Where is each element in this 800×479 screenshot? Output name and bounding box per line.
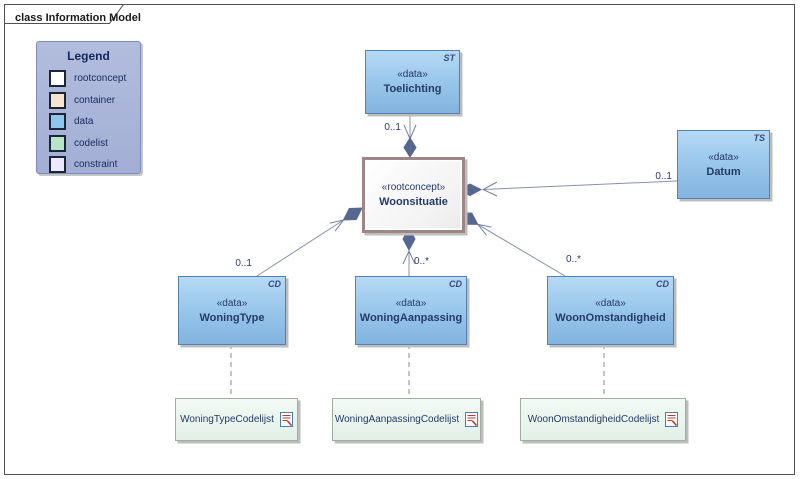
legend-item-label: codelist bbox=[74, 137, 108, 149]
codelist-name: WoningTypeCodelijst bbox=[180, 414, 274, 425]
legend-item-codelist: codelist bbox=[49, 134, 140, 152]
legend-item-container: container bbox=[49, 91, 140, 109]
codelist-name: WoningAanpassingCodelijst bbox=[334, 414, 460, 425]
class-name: Datum bbox=[706, 165, 741, 178]
class-name: Woonsituatie bbox=[379, 196, 448, 208]
frame-title: class Information Model bbox=[15, 12, 141, 24]
class-toelichting[interactable]: ST «data» Toelichting bbox=[365, 50, 460, 114]
connector-datum-woonsituatie[interactable]: 0..1 bbox=[457, 171, 678, 197]
multiplicity-label: 0..* bbox=[414, 256, 429, 267]
data-swatch bbox=[49, 113, 66, 130]
class-woonomstandigheid[interactable]: CD «data» WoonOmstandigheid bbox=[547, 276, 674, 345]
class-woonsituatie[interactable]: «rootconcept» Woonsituatie bbox=[362, 157, 465, 233]
multiplicity-label: 0..1 bbox=[235, 258, 252, 269]
legend-item-rootconcept: rootconcept bbox=[49, 70, 140, 87]
type-tag: CD bbox=[268, 279, 281, 289]
class-name: WoningAanpassing bbox=[359, 311, 463, 324]
multiplicity-label: 0..* bbox=[566, 254, 581, 265]
multiplicity-label: 0..1 bbox=[655, 171, 672, 182]
frame-tab-shape bbox=[4, 4, 125, 24]
multiplicity-label: 0..1 bbox=[384, 122, 401, 133]
codelist-woonomstandigheid[interactable]: WoonOmstandigheidCodelijst bbox=[520, 398, 686, 441]
rootconcept-swatch bbox=[49, 70, 66, 87]
legend-item-label: container bbox=[74, 94, 116, 106]
codelist-swatch bbox=[49, 134, 66, 152]
class-name: WoningType bbox=[199, 311, 265, 324]
legend-item-data: data bbox=[49, 113, 140, 130]
class-datum[interactable]: TS «data» Datum bbox=[677, 130, 770, 199]
stereotype-label: «data» bbox=[397, 69, 428, 80]
stereotype-label: «data» bbox=[216, 297, 248, 309]
legend-item-label: data bbox=[74, 116, 94, 127]
type-tag: ST bbox=[443, 53, 455, 63]
class-name: WoonOmstandigheid bbox=[555, 311, 666, 324]
legend-title: Legend bbox=[67, 49, 110, 63]
constraint-swatch bbox=[49, 156, 66, 173]
codelist-name: WoonOmstandigheidCodelijst bbox=[527, 414, 660, 425]
stereotype-label: «data» bbox=[595, 297, 626, 309]
type-tag: CD bbox=[656, 279, 669, 289]
type-tag: TS bbox=[753, 133, 765, 143]
container-swatch bbox=[49, 91, 66, 109]
legend-item-label: constraint bbox=[74, 159, 118, 170]
document-icon bbox=[465, 412, 479, 427]
type-tag: CD bbox=[449, 279, 462, 289]
codelist-woningtype[interactable]: WoningTypeCodelijst bbox=[175, 398, 298, 441]
connector-toelichting-woonsituatie[interactable]: 0..1 bbox=[384, 112, 417, 158]
legend-item-label: rootconcept bbox=[74, 73, 127, 84]
connector-woonomstandigheid-woonsituatie[interactable]: 0..* bbox=[458, 212, 581, 277]
document-icon bbox=[279, 412, 293, 427]
connector-woningtype-woonsituatie[interactable]: 0..1 bbox=[235, 207, 363, 277]
class-woningtype[interactable]: CD «data» WoningType bbox=[178, 276, 286, 345]
stereotype-label: «data» bbox=[708, 151, 739, 163]
class-name: Toelichting bbox=[383, 83, 442, 95]
legend-item-constraint: constraint bbox=[49, 156, 140, 173]
frame-tab: class Information Model bbox=[4, 4, 141, 24]
document-icon bbox=[665, 412, 679, 427]
stereotype-label: «rootconcept» bbox=[381, 182, 446, 193]
stereotype-label: «data» bbox=[395, 297, 427, 309]
connector-woningaanpassing-woonsituatie[interactable]: 0..* bbox=[402, 226, 429, 276]
codelist-woningaanpassing[interactable]: WoningAanpassingCodelijst bbox=[332, 398, 481, 441]
class-woningaanpassing[interactable]: CD «data» WoningAanpassing bbox=[355, 276, 467, 345]
legend: Legend rootconcept container data codeli… bbox=[36, 41, 141, 174]
